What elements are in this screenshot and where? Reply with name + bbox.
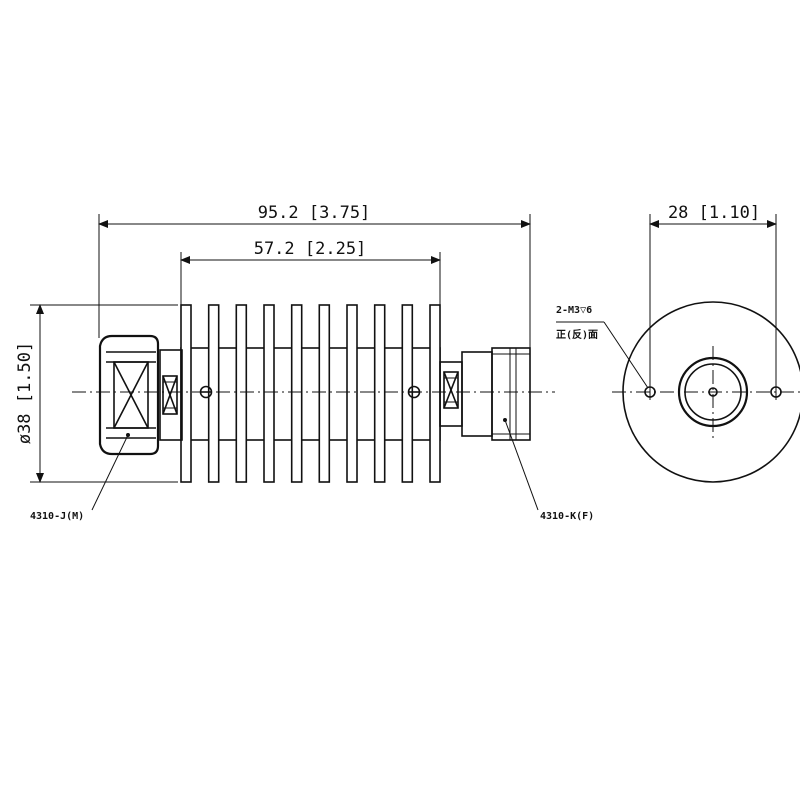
hole-spacing-label: 28 [1.10]: [668, 203, 760, 223]
left-connector-label: 4310-J(M): [30, 511, 84, 522]
end-view: 28 [1.10] 2-M3▽6 正(反)面: [556, 203, 800, 483]
right-connector: [439, 347, 531, 441]
diameter-label: ø38 [1.50]: [15, 342, 35, 444]
heatsink-core: [180, 347, 441, 441]
left-wrench-flat: [162, 375, 178, 415]
mount-holes-label-line2: 正(反)面: [556, 328, 598, 341]
heatsink-fin: [401, 304, 414, 483]
right-connector-label: 4310-K(F): [540, 511, 594, 522]
heatsink-fin: [290, 304, 303, 483]
heatsink-fin: [263, 304, 275, 483]
overall-length-label: 95.2 [3.75]: [258, 203, 371, 223]
mount-holes-leader: [603, 321, 649, 389]
nut-flat-cross: [113, 361, 149, 429]
heatsink-length-label: 57.2 [2.25]: [254, 239, 367, 259]
mount-holes-label-line1: 2-M3▽6: [556, 305, 592, 316]
heatsink-fin: [207, 304, 220, 483]
leader-dot: [503, 418, 507, 422]
heatsink-fin: [235, 304, 248, 483]
leader-dot: [126, 433, 130, 437]
left-connector: [98, 334, 183, 456]
right-wrench-flat: [443, 371, 459, 409]
heatsink-fin: [318, 304, 331, 483]
left-connector-leader: [91, 434, 129, 511]
left-connector-nut: [98, 334, 160, 456]
right-connector-leader: [504, 419, 539, 511]
heatsink-fin: [180, 304, 192, 483]
left-connector-neck: [159, 349, 183, 441]
heatsink-fin: [346, 304, 358, 483]
nut-flat: [113, 361, 149, 429]
right-connector-thread: [491, 347, 531, 441]
heatsink-fins: [180, 304, 441, 483]
heatsink-fin: [373, 304, 386, 483]
heatsink-fin: [429, 304, 441, 483]
side-view: 95.2 [3.75] 57.2 [2.25] ø38 [1.50]: [15, 203, 594, 522]
right-connector-body: [461, 351, 493, 437]
